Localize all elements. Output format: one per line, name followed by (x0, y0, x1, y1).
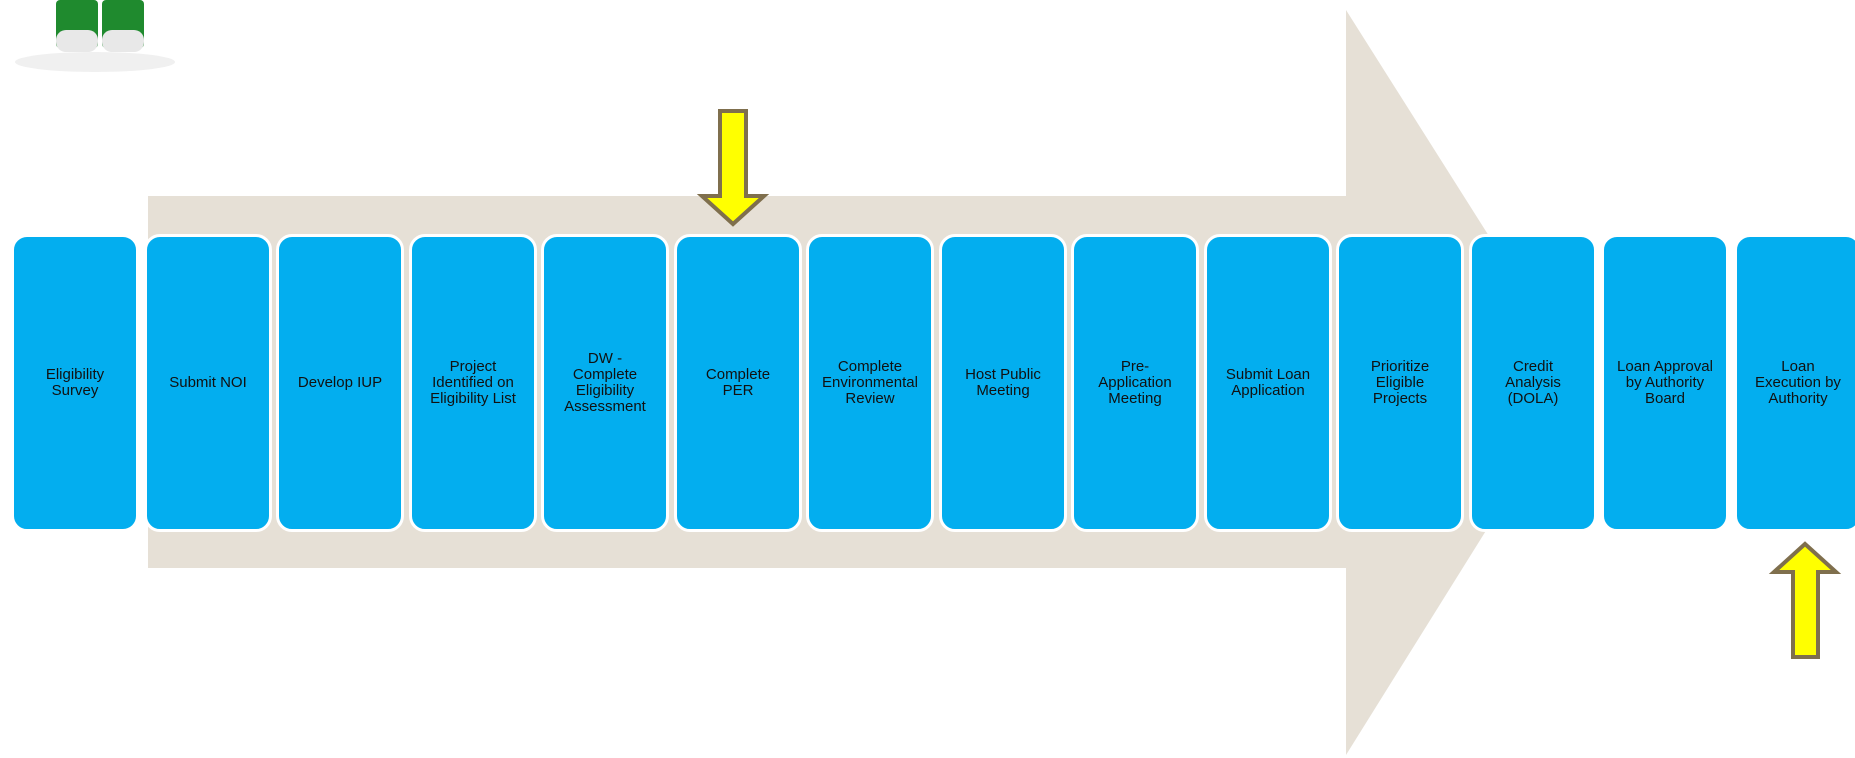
process-step-label: Complete PER (705, 366, 771, 399)
process-step[interactable]: Credit Analysis (DOLA) (1469, 234, 1597, 532)
process-step-label: Host Public Meeting (965, 366, 1041, 399)
process-step-label: Submit NOI (169, 374, 247, 391)
process-step[interactable]: Prioritize Eligible Projects (1336, 234, 1464, 532)
process-step[interactable]: Submit Loan Application (1204, 234, 1332, 532)
process-step-label: Develop IUP (297, 374, 383, 391)
process-step-label: Credit Analysis (DOLA) (1505, 358, 1561, 407)
process-step[interactable]: Submit NOI (144, 234, 272, 532)
process-step-label: Project Identified on Eligibility List (430, 358, 516, 407)
process-step-label: Eligibility Survey (45, 366, 105, 399)
process-step[interactable]: Develop IUP (276, 234, 404, 532)
process-step-label: Loan Approval by Authority Board (1617, 358, 1713, 407)
process-step[interactable]: Loan Execution by Authority (1734, 234, 1855, 532)
process-step-label: Submit Loan Application (1225, 366, 1311, 399)
process-step-label: Prioritize Eligible Projects (1370, 358, 1430, 407)
process-step[interactable]: Complete Environmental Review (806, 234, 934, 532)
process-step[interactable]: Complete PER (674, 234, 802, 532)
process-step[interactable]: Host Public Meeting (939, 234, 1067, 532)
process-step-label: Complete Environmental Review (822, 358, 918, 407)
process-step[interactable]: Pre- Application Meeting (1071, 234, 1199, 532)
process-step[interactable]: Project Identified on Eligibility List (409, 234, 537, 532)
process-step[interactable]: Eligibility Survey (11, 234, 139, 532)
process-step-label: Loan Execution by Authority (1755, 358, 1841, 407)
process-step[interactable]: DW - Complete Eligibility Assessment (541, 234, 669, 532)
green-figure-icon (15, 0, 175, 72)
process-step-label: DW - Complete Eligibility Assessment (564, 350, 646, 415)
process-step[interactable]: Loan Approval by Authority Board (1601, 234, 1729, 532)
process-step-label: Pre- Application Meeting (1098, 358, 1172, 407)
